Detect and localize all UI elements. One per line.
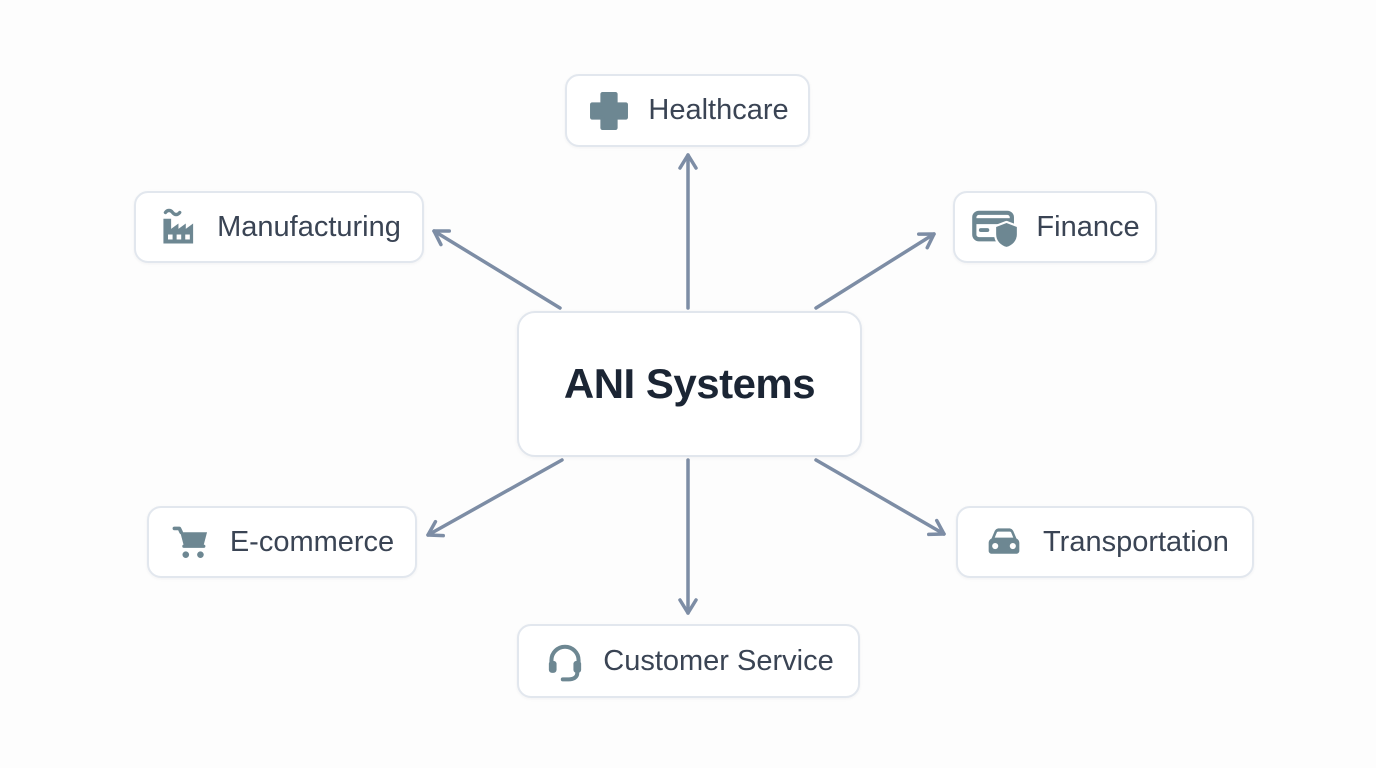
node-customer-service: Customer Service [517,624,860,698]
medical-cross-icon [586,88,632,134]
arrow-center-to-manufacturing [432,229,562,310]
credit-card-shield-icon [970,204,1020,250]
center-node-ani-systems: ANI Systems [517,311,862,457]
node-healthcare-label: Healthcare [648,94,789,126]
arrow-center-to-finance [814,232,936,310]
headset-icon [543,639,587,683]
node-ecommerce-label: E-commerce [229,525,395,558]
center-node-title: ANI Systems [563,360,816,407]
node-transportation: Transportation [956,506,1254,578]
node-finance-label: Finance [1036,210,1140,243]
node-finance: Finance [953,191,1157,263]
node-customer-service-label: Customer Service [603,644,834,677]
arrow-center-to-ecommerce [426,458,564,538]
factory-icon [157,205,201,249]
node-manufacturing: Manufacturing [134,191,424,263]
node-healthcare: Healthcare [565,74,810,147]
node-manufacturing-label: Manufacturing [217,210,401,243]
node-transportation-label: Transportation [1043,525,1229,558]
arrow-center-to-transportation [814,458,946,537]
shopping-cart-icon [170,520,214,564]
node-ecommerce: E-commerce [147,506,417,578]
car-icon [981,519,1027,565]
